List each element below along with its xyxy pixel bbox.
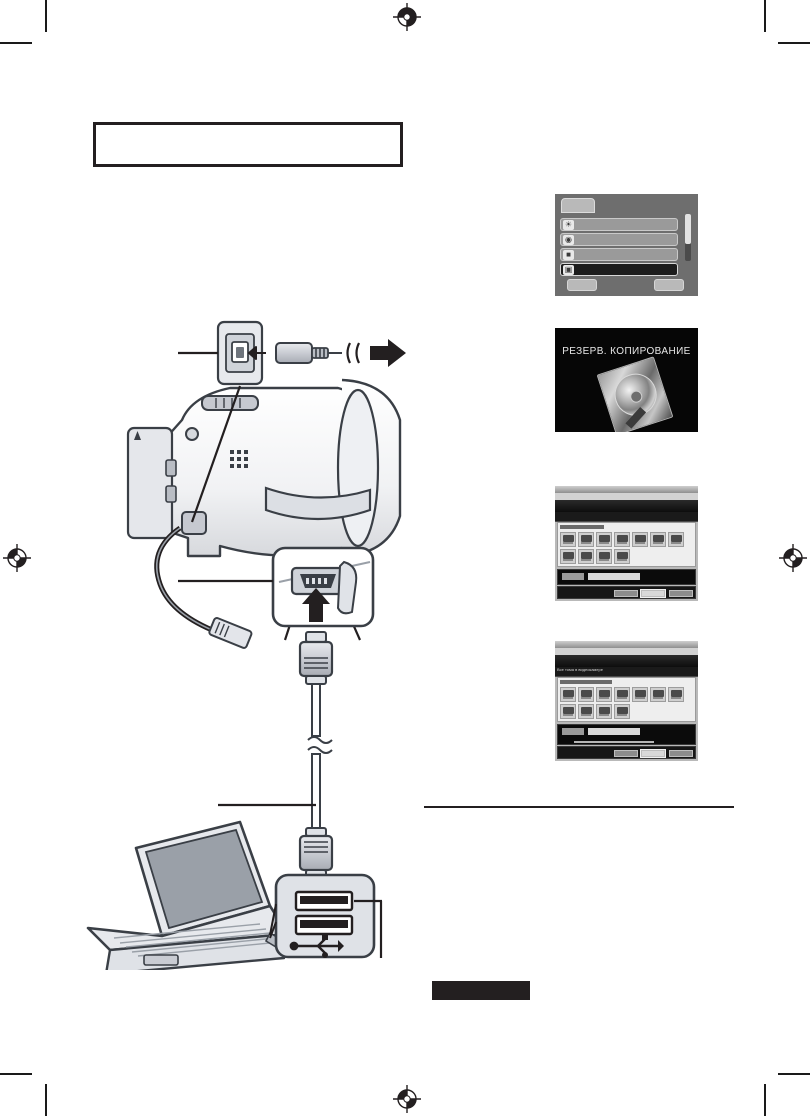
wizard-panel: Шаг 1 Выбор тома Все тома в видеокамере … bbox=[557, 569, 696, 595]
step-title: Подтверждение bbox=[588, 728, 640, 735]
camcorder-connection-illustration bbox=[86, 320, 406, 970]
thumbnail-item[interactable] bbox=[596, 549, 612, 564]
thumbnail-item[interactable] bbox=[632, 687, 648, 702]
menu-row-1[interactable]: ◉ bbox=[560, 233, 678, 246]
caption-box bbox=[93, 122, 403, 167]
software-toolbar bbox=[555, 500, 698, 512]
cancel-button[interactable]: Отмена bbox=[669, 750, 693, 757]
crop-mark-top-left-h bbox=[0, 42, 32, 44]
thumbnail-item[interactable] bbox=[632, 532, 648, 547]
menu-scrollbar[interactable] bbox=[685, 214, 691, 261]
menu-tab[interactable] bbox=[561, 198, 595, 213]
globe-icon: ☀ bbox=[563, 220, 574, 230]
crop-mark-bottom-left-v bbox=[45, 1084, 47, 1116]
thumbnail-grid[interactable] bbox=[560, 532, 693, 564]
crop-mark-top-right-v bbox=[764, 0, 766, 32]
ac-adapter-plug bbox=[275, 339, 406, 367]
crop-mark-top-right-h bbox=[778, 42, 810, 44]
step-badge: Шаг 1 bbox=[562, 573, 584, 580]
thumbnail-item[interactable] bbox=[560, 532, 576, 547]
step-badge: Шаг 2 bbox=[562, 728, 584, 735]
registration-target-bottom bbox=[393, 1085, 421, 1113]
network-icon: ◉ bbox=[563, 235, 574, 245]
registration-target-top bbox=[393, 3, 421, 31]
software-tabstrip bbox=[555, 512, 698, 522]
hard-disk-drive-icon bbox=[596, 356, 673, 432]
usb-ports-detail bbox=[269, 873, 383, 959]
thumbnail-grid[interactable] bbox=[560, 687, 693, 719]
screenshot-backup-splash: РЕЗЕРВ. КОПИРОВАНИЕ bbox=[555, 328, 698, 432]
thumbnail-item[interactable] bbox=[650, 687, 666, 702]
ac-adapter-port-detail bbox=[178, 320, 266, 386]
screenshot-software-confirmation: Все тома в видеокамере Шаг 2 bbox=[555, 641, 698, 761]
info-line-0: Нажмите кнопку для выполнения резервного… bbox=[574, 741, 654, 743]
thumbnail-item[interactable] bbox=[578, 532, 594, 547]
printer-icon: ■ bbox=[563, 250, 574, 260]
software-toolbar bbox=[555, 655, 698, 667]
thumbnail-item[interactable] bbox=[614, 704, 630, 719]
thumbnail-item[interactable] bbox=[614, 532, 630, 547]
thumbnail-item[interactable] bbox=[596, 532, 612, 547]
next-button[interactable]: Далее bbox=[640, 589, 666, 598]
thumbnail-area bbox=[557, 522, 696, 567]
usb-port-detail bbox=[178, 546, 375, 628]
crop-mark-bottom-right-h bbox=[778, 1073, 810, 1075]
thumbnail-item[interactable] bbox=[578, 549, 594, 564]
thumbnail-area bbox=[557, 677, 696, 722]
thumbnail-item[interactable] bbox=[578, 704, 594, 719]
registration-target-left bbox=[3, 544, 31, 572]
page-number-tab bbox=[432, 981, 530, 1000]
monitor-icon: ▣ bbox=[563, 265, 574, 275]
thumbnail-item[interactable] bbox=[560, 687, 576, 702]
menu-row-3-selected[interactable]: ▣ bbox=[560, 263, 678, 276]
crop-mark-bottom-left-h bbox=[0, 1073, 32, 1075]
thumbnail-item[interactable] bbox=[578, 687, 594, 702]
thumbnail-item[interactable] bbox=[668, 687, 684, 702]
camcorder-body bbox=[126, 378, 402, 558]
thumbnail-area-header bbox=[560, 525, 604, 529]
back-button[interactable]: Назад bbox=[614, 750, 638, 757]
software-tabstrip: Все тома в видеокамере bbox=[555, 667, 698, 677]
ac-power-cord bbox=[154, 525, 253, 649]
wizard-panel: Шаг 2 Подтверждение Нажмите кнопку для в… bbox=[557, 724, 696, 755]
usb-trident-icon bbox=[289, 934, 344, 958]
software-header-label: Все тома в видеокамере bbox=[557, 667, 603, 672]
crop-mark-bottom-right-v bbox=[764, 1084, 766, 1116]
thumbnail-item[interactable] bbox=[614, 687, 630, 702]
back-button[interactable]: Назад bbox=[614, 590, 638, 597]
menu-button-right[interactable] bbox=[654, 279, 684, 291]
thumbnail-item[interactable] bbox=[650, 532, 666, 547]
wizard-footer: Назад Далее Отмена bbox=[557, 586, 696, 599]
section-divider bbox=[424, 806, 734, 808]
menu-button-left[interactable] bbox=[567, 279, 597, 291]
cancel-button[interactable]: Отмена bbox=[669, 590, 693, 597]
screenshot-software-select-volume: Шаг 1 Выбор тома Все тома в видеокамере … bbox=[555, 486, 698, 601]
step-title: Выбор тома bbox=[588, 573, 640, 580]
thumbnail-item[interactable] bbox=[560, 704, 576, 719]
screenshot-camera-menu: ☀ ◉ ■ ▣ bbox=[555, 194, 698, 296]
registration-target-right bbox=[779, 544, 807, 572]
wizard-footer: Назад Далее Отмена bbox=[557, 746, 696, 759]
thumbnail-item[interactable] bbox=[596, 687, 612, 702]
thumbnail-item[interactable] bbox=[596, 704, 612, 719]
thumbnail-item[interactable] bbox=[668, 532, 684, 547]
laptop-computer bbox=[86, 820, 290, 970]
menu-row-0[interactable]: ☀ bbox=[560, 218, 678, 231]
backup-title: РЕЗЕРВ. КОПИРОВАНИЕ bbox=[562, 346, 691, 357]
thumbnail-area-header bbox=[560, 680, 612, 684]
crop-mark-top-left-v bbox=[45, 0, 47, 32]
next-button[interactable]: Далее bbox=[640, 749, 666, 758]
menu-scrollbar-thumb[interactable] bbox=[685, 214, 691, 244]
menu-row-2[interactable]: ■ bbox=[560, 248, 678, 261]
thumbnail-item[interactable] bbox=[614, 549, 630, 564]
thumbnail-item[interactable] bbox=[560, 549, 576, 564]
